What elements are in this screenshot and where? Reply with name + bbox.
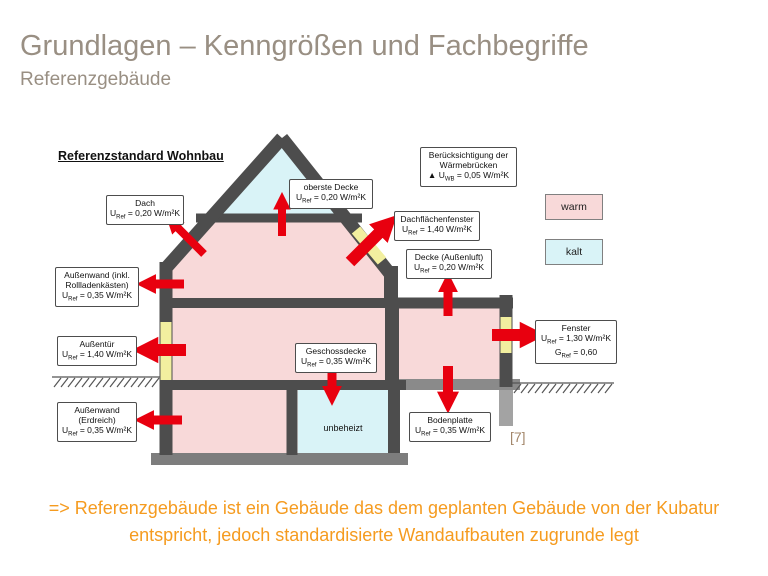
upper-floor-warm-space [172, 222, 386, 300]
u-subscript: Ref [68, 355, 78, 362]
u-symbol: U [300, 356, 308, 367]
u-symbol: U [540, 333, 548, 344]
legend-warm-label: warm [561, 201, 587, 213]
g-value: = 0,60 [570, 346, 598, 357]
u-symbol: U [61, 349, 69, 360]
label-fenster-u-value: URef = 1,30 W/m²K [537, 333, 615, 347]
basement-unheated-room [298, 388, 388, 455]
label-bodenplatte: Bodenplatte URef = 0,35 W/m²K [409, 412, 491, 442]
label-aussenwand-rollladen-name: Außenwand (inkl. Rollladenkästen) [64, 270, 130, 291]
u-subscript: Ref [68, 296, 78, 303]
u-symbol: U [413, 262, 421, 273]
diagram-heading: Referenzstandard Wohnbau [58, 149, 224, 163]
u-value: = 0,35 W/m²K [77, 290, 133, 301]
u-value: = 0,05 W/m²K [454, 170, 510, 181]
ground-hatch-left [52, 376, 160, 388]
u-symbol: U [401, 224, 409, 235]
u-value: = 0,35 W/m²K [316, 356, 372, 367]
conclusion-line-2: entspricht, jedoch standardisierte Wanda… [129, 525, 639, 545]
label-fenster: Fenster URef = 1,30 W/m²K GRef = 0,60 [535, 320, 617, 364]
label-bodenplatte-value: URef = 0,35 W/m²K [411, 425, 489, 439]
u-symbol: U [414, 425, 422, 436]
label-aussenwand-erdreich-name: Außenwand (Erdreich) [74, 405, 120, 426]
label-aussenwand-erdreich: Außenwand (Erdreich) URef = 0,35 W/m²K [57, 402, 137, 442]
legend-kalt: kalt [545, 239, 603, 265]
legend-warm: warm [545, 194, 603, 220]
slabs [151, 379, 520, 465]
u-value: = 0,35 W/m²K [430, 425, 486, 436]
roof-left-slope [161, 133, 287, 273]
unheated-room-caption: unbeheizt [323, 423, 363, 433]
label-dachflaechenfenster-value: URef = 1,40 W/m²K [396, 224, 478, 238]
label-dach: Dach URef = 0,20 W/m²K [106, 195, 184, 225]
label-bodenplatte-name: Bodenplatte [427, 415, 473, 425]
heat-flow-arrows [131, 191, 547, 430]
label-aussenwand-rollladen: Außenwand (inkl. Rollladenkästen) URef =… [55, 267, 139, 307]
u-value: = 0,35 W/m²K [77, 425, 133, 436]
label-aussentuer-name: Außentür [79, 339, 115, 349]
basement-warm-room [172, 388, 287, 455]
u-value: = 0,20 W/m²K [311, 192, 367, 203]
u-symbol: U [109, 208, 117, 219]
label-waermebruecken-value: ▲ UWB = 0,05 W/m²K [422, 170, 515, 184]
u-value: = 1,30 W/m²K [556, 333, 612, 344]
label-fenster-g-value: GRef = 0,60 [537, 347, 615, 361]
u-value: = 0,20 W/m²K [125, 208, 181, 219]
label-dach-value: URef = 0,20 W/m²K [108, 208, 182, 222]
u-subscript: WB [444, 176, 455, 183]
g-subscript: Ref [561, 353, 571, 360]
label-aussentuer-value: URef = 1,40 W/m²K [59, 349, 135, 363]
label-fenster-name: Fenster [561, 323, 591, 333]
legend-kalt-label: kalt [565, 246, 583, 258]
u-subscript: Ref [68, 431, 78, 438]
delta-u-symbol: ▲ U [427, 170, 445, 181]
label-waermebruecken: Berücksichtigung der Wärmebrücken ▲ UWB … [420, 147, 517, 187]
g-symbol: G [554, 346, 562, 357]
bottom-slab [151, 453, 408, 465]
citation-reference: [7] [510, 429, 526, 445]
label-aussenwand-rollladen-value: URef = 0,35 W/m²K [57, 290, 137, 304]
label-decke-aussenluft: Decke (Außenluft) URef = 0,20 W/m²K [406, 249, 492, 279]
u-symbol: U [295, 192, 303, 203]
label-geschossdecke: Geschossdecke URef = 0,35 W/m²K [295, 343, 377, 373]
arrow-dachflaechenfenster [345, 215, 397, 267]
ground-hatch-right [512, 382, 614, 394]
u-value: = 1,40 W/m²K [417, 224, 473, 235]
u-subscript: Ref [408, 230, 418, 237]
u-value: = 0,20 W/m²K [429, 262, 485, 273]
label-geschossdecke-value: URef = 0,35 W/m²K [297, 356, 375, 370]
label-decke-aussenluft-name: Decke (Außenluft) [414, 252, 484, 262]
annex-floor-slab [392, 379, 520, 390]
u-subscript: Ref [307, 362, 317, 369]
u-symbol: U [61, 425, 69, 436]
annex-foundation [499, 390, 513, 426]
u-subscript: Ref [302, 198, 312, 205]
label-aussentuer: Außentür URef = 1,40 W/m²K [57, 336, 137, 366]
u-subscript: Ref [547, 339, 557, 346]
u-subscript: Ref [420, 268, 430, 275]
label-dachflaechenfenster-name: Dachflächenfenster [400, 214, 474, 224]
label-oberste-decke-name: oberste Decke [303, 182, 359, 192]
label-geschossdecke-name: Geschossdecke [305, 346, 367, 356]
arrow-dach [166, 216, 207, 257]
u-symbol: U [61, 290, 69, 301]
conclusion-line-1: => Referenzgebäude ist ein Gebäude das d… [48, 498, 720, 518]
label-dachflaechenfenster: Dachflächenfenster URef = 1,40 W/m²K [394, 211, 480, 241]
label-oberste-decke-value: URef = 0,20 W/m²K [291, 192, 371, 206]
label-dach-name: Dach [135, 198, 155, 208]
label-decke-aussenluft-value: URef = 0,20 W/m²K [408, 262, 490, 276]
label-waermebruecken-name: Berücksichtigung der Wärmebrücken [428, 150, 509, 171]
conclusion-text: => Referenzgebäude ist ein Gebäude das d… [0, 495, 768, 549]
u-value: = 1,40 W/m²K [77, 349, 133, 360]
label-oberste-decke: oberste Decke URef = 0,20 W/m²K [289, 179, 373, 209]
page-title: Grundlagen – Kenngrößen und Fachbegriffe [20, 30, 589, 62]
u-subscript: Ref [421, 431, 431, 438]
u-subscript: Ref [116, 214, 126, 221]
label-aussenwand-erdreich-value: URef = 0,35 W/m²K [59, 425, 135, 439]
page-subtitle: Referenzgebäude [20, 69, 172, 90]
